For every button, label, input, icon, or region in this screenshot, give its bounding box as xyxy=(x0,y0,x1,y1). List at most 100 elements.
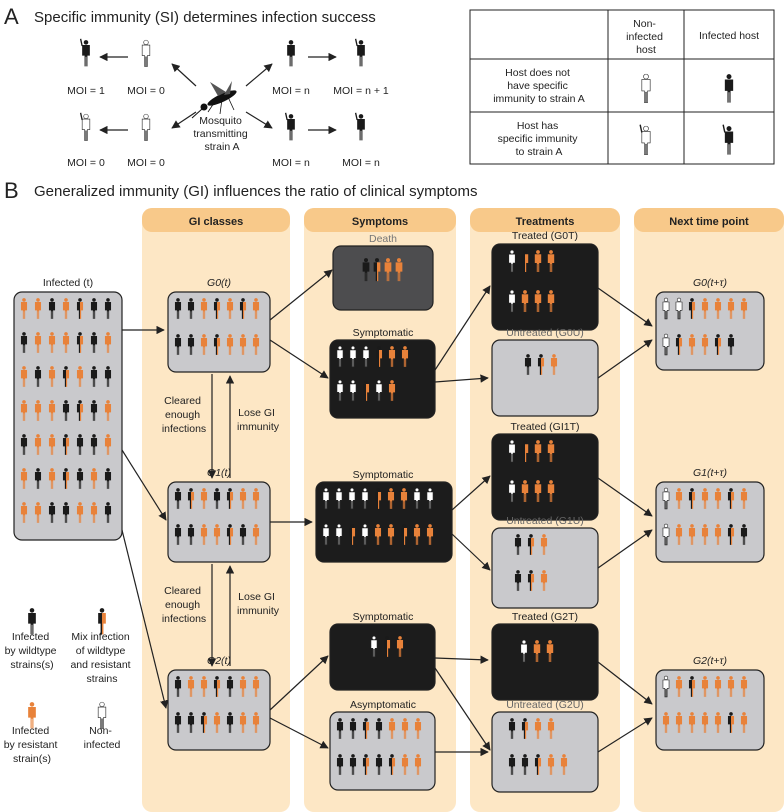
person-icon xyxy=(401,346,409,367)
treated-g0-label: Treated (G0T) xyxy=(512,230,578,242)
person-icon xyxy=(675,712,683,733)
legend-wildtype-label: Infected by wildtype strains(s) xyxy=(5,631,60,671)
person-icon xyxy=(349,754,357,775)
person-icon xyxy=(104,502,112,523)
person-icon xyxy=(413,524,421,545)
person-icon xyxy=(413,487,421,510)
person-icon xyxy=(34,502,42,523)
person-icon xyxy=(213,524,221,545)
person-icon xyxy=(76,502,84,523)
person-icon xyxy=(401,754,409,775)
person-icon xyxy=(76,434,84,455)
person-icon xyxy=(395,258,403,282)
person-icon xyxy=(48,298,56,319)
person-icon xyxy=(426,487,434,510)
column-header-treatments: Treatments xyxy=(516,216,575,228)
person-icon xyxy=(20,400,28,421)
moi-label: MOI = n xyxy=(272,157,310,169)
person-icon xyxy=(375,754,383,775)
legend-row-no-immunity: Host does not have specific immunity to … xyxy=(493,67,585,105)
person-icon xyxy=(284,112,295,141)
person-icon xyxy=(727,298,735,319)
person-icon xyxy=(62,366,70,387)
person-icon xyxy=(348,524,356,545)
person-icon xyxy=(688,676,696,697)
person-icon xyxy=(200,298,208,319)
panel-a-legend-table: Non- infected host Infected host Host do… xyxy=(469,9,775,165)
person-icon xyxy=(104,400,112,421)
person-icon xyxy=(62,502,70,523)
untreated-g0-label: Untreated (G0U) xyxy=(506,327,584,339)
person-icon xyxy=(388,346,396,367)
person-icon xyxy=(174,524,182,545)
moi-labels: MOI = 1 MOI = 0 MOI = n MOI = n + 1 MOI … xyxy=(67,85,389,169)
person-icon xyxy=(547,290,555,312)
person-icon xyxy=(534,290,542,312)
person-icon xyxy=(336,754,344,775)
person-icon xyxy=(641,73,651,103)
person-icon xyxy=(98,608,106,635)
moi-label: MOI = n xyxy=(272,85,310,97)
person-icon xyxy=(174,298,182,319)
person-icon xyxy=(239,298,247,319)
person-icon xyxy=(90,332,98,353)
person-icon xyxy=(226,334,234,355)
person-icon xyxy=(374,488,382,509)
person-icon xyxy=(727,488,735,509)
person-icon xyxy=(714,334,722,355)
person-icon xyxy=(521,480,529,502)
person-icon xyxy=(387,488,395,509)
person-icon xyxy=(322,487,330,510)
person-icon xyxy=(362,258,370,282)
person-icon xyxy=(662,297,670,320)
person-icon xyxy=(76,468,84,489)
person-icon xyxy=(534,718,542,739)
person-icon xyxy=(62,434,70,455)
person-icon xyxy=(335,487,343,510)
person-icon xyxy=(727,712,735,733)
moi-label: MOI = n + 1 xyxy=(333,85,389,97)
person-icon xyxy=(48,332,56,353)
person-icon xyxy=(387,524,395,545)
person-icon xyxy=(714,524,722,545)
person-icon xyxy=(370,635,378,658)
person-icon xyxy=(400,488,408,509)
person-icon xyxy=(362,345,370,368)
person-icon xyxy=(662,675,670,698)
person-icon xyxy=(675,676,683,697)
untreated-g2-label: Untreated (G2U) xyxy=(506,699,584,711)
treated-g1-label: Treated (GI1T) xyxy=(510,421,579,433)
person-icon xyxy=(426,524,434,545)
person-icon xyxy=(362,754,370,775)
person-icon xyxy=(534,250,542,272)
person-icon xyxy=(508,754,516,775)
person-icon xyxy=(62,468,70,489)
panel-b-people xyxy=(20,249,748,775)
person-icon xyxy=(508,289,516,313)
person-icon xyxy=(662,487,670,510)
person-icon xyxy=(349,345,357,368)
person-icon xyxy=(361,523,369,546)
person-icon xyxy=(226,712,234,733)
person-icon xyxy=(639,124,651,155)
person-icon xyxy=(520,639,528,663)
lose-gi-label-1: Lose GI immunity xyxy=(237,407,280,433)
panel-a-people xyxy=(79,38,734,155)
person-icon xyxy=(701,524,709,545)
person-icon xyxy=(521,290,529,312)
person-icon xyxy=(414,754,422,775)
person-icon xyxy=(547,480,555,502)
person-icon xyxy=(48,400,56,421)
person-icon xyxy=(400,524,408,545)
person-icon xyxy=(252,488,260,509)
person-icon xyxy=(688,488,696,509)
person-icon xyxy=(239,676,247,697)
person-icon xyxy=(239,334,247,355)
column-header-symptoms: Symptoms xyxy=(352,216,408,228)
person-icon xyxy=(724,74,734,103)
person-icon xyxy=(252,712,260,733)
person-icon xyxy=(675,297,683,320)
person-icon xyxy=(714,712,722,733)
legend-noninfected-label: Non- infected xyxy=(84,725,121,751)
person-icon xyxy=(62,400,70,421)
